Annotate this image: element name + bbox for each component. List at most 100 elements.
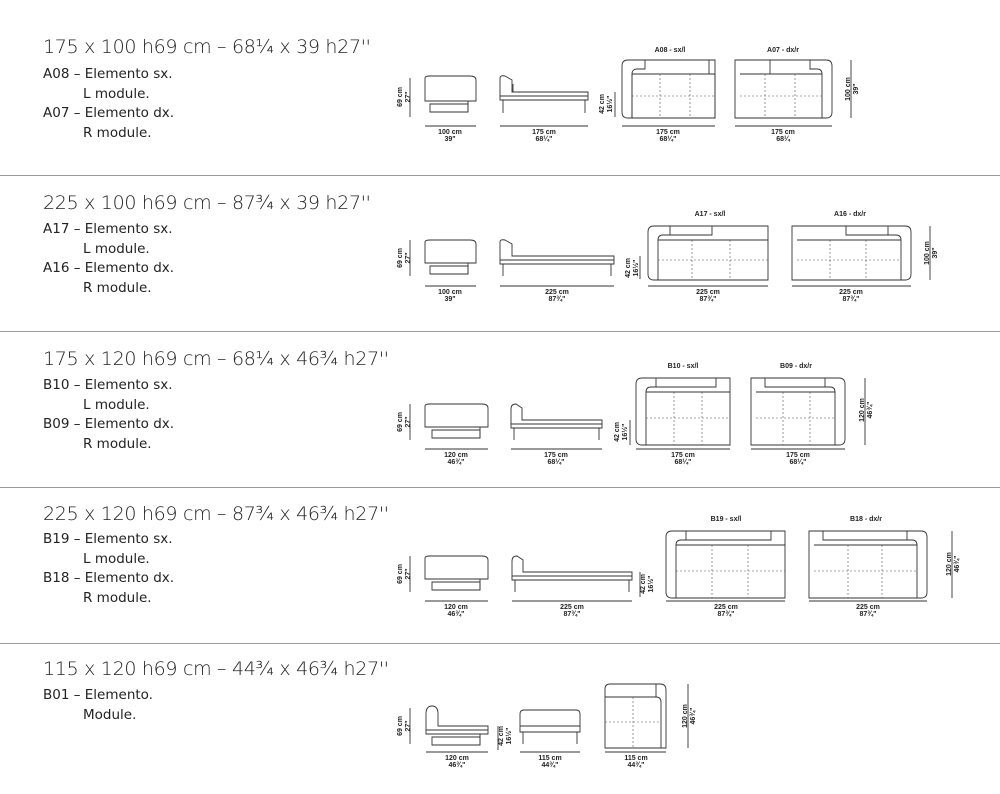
- module-en: R module.: [83, 589, 152, 606]
- width-in: 44¾": [542, 761, 559, 769]
- width-in: 68¼": [660, 135, 677, 143]
- depth-cm: 100 cm: [924, 241, 931, 265]
- width-in: 46¾": [449, 761, 466, 769]
- module-en: R module.: [83, 435, 152, 452]
- module-code: B09 – Elemento dx.: [43, 416, 175, 432]
- module-list: B19 – Elemento sx. L module. B18 – Eleme…: [43, 530, 174, 608]
- depth-in: 39": [932, 247, 939, 258]
- seat-cm: 42 cm: [640, 574, 647, 594]
- module-en: L module.: [83, 396, 150, 413]
- module-code: B10 – Elemento sx.: [43, 377, 173, 393]
- module-label: A17 - sx/l: [695, 211, 726, 218]
- width-cm: 225 cm: [714, 604, 738, 611]
- drawings: A17 - sx/l A16 - dx/r 69 cm 27" 42 cm 16…: [397, 211, 939, 303]
- depth-cm: 120 cm: [859, 398, 866, 422]
- section-b19-b18: 225 x 120 h69 cm – 87¾ x 46¾ h27'' B19 –…: [0, 488, 1000, 643]
- height-in: 27": [405, 568, 412, 579]
- width-cm: 115 cm: [538, 755, 561, 762]
- section-title: 225 x 100 h69 cm – 87¾ x 39 h27'': [43, 192, 371, 214]
- drawings: A08 - sx/l A07 - dx/r 69 cm 27" 42 cm 16…: [397, 47, 860, 143]
- width-in: 68¼: [776, 135, 791, 143]
- width-cm: 175 cm: [544, 452, 568, 459]
- module-list: A08 – Elemento sx. L module. A07 – Eleme…: [43, 65, 174, 143]
- divider: [0, 331, 1000, 332]
- module-code: B01 – Elemento.: [43, 687, 153, 703]
- width-cm: 225 cm: [545, 289, 569, 296]
- module-code: A16 – Elemento dx.: [43, 260, 175, 276]
- width-in: 46¾": [448, 610, 465, 618]
- module-en: L module.: [83, 240, 150, 257]
- module-label: B18 - dx/r: [850, 516, 882, 523]
- width-cm: 175 cm: [532, 129, 556, 136]
- width-cm: 100 cm: [438, 129, 462, 136]
- module-list: B01 – Elemento. Module.: [43, 686, 153, 725]
- module-label: B10 - sx/l: [668, 363, 699, 370]
- width-cm: 225 cm: [696, 289, 720, 296]
- width-in: 87¾": [843, 295, 860, 303]
- depth-in: 46¾": [953, 556, 961, 573]
- height-cm: 69 cm: [397, 248, 404, 268]
- width-cm: 175 cm: [771, 129, 795, 136]
- divider: [0, 487, 1000, 488]
- width-in: 87¾": [700, 295, 717, 303]
- height-in: 27": [405, 91, 412, 102]
- height-in: 27": [405, 416, 412, 427]
- width-cm: 175 cm: [656, 129, 680, 136]
- width-cm: 225 cm: [856, 604, 880, 611]
- width-cm: 100 cm: [438, 289, 462, 296]
- depth-cm: 120 cm: [946, 552, 953, 576]
- width-in: 87¾": [549, 295, 566, 303]
- drawings: 69 cm 27" 42 cm 16½" 120 cm 46¾" 120 cm …: [397, 683, 697, 769]
- module-code: A07 – Elemento dx.: [43, 105, 175, 121]
- depth-cm: 100 cm: [845, 77, 852, 101]
- module-list: A17 – Elemento sx. L module. A16 – Eleme…: [43, 220, 174, 298]
- height-in: 27": [405, 252, 412, 263]
- width-cm: 120 cm: [444, 604, 468, 611]
- drawings: B19 - sx/l B18 - dx/r 69 cm 27" 42 cm 16…: [397, 516, 961, 618]
- divider: [0, 175, 1000, 176]
- module-en: L module.: [83, 550, 150, 567]
- drawings: B10 - sx/l B09 - dx/r 69 cm 27" 42 cm 16…: [397, 363, 874, 466]
- module-label: B19 - sx/l: [711, 516, 742, 523]
- module-en: Module.: [83, 706, 137, 723]
- section-b01: 115 x 120 h69 cm – 44¾ x 46¾ h27'' B01 –…: [0, 644, 1000, 794]
- section-title: 115 x 120 h69 cm – 44¾ x 46¾ h27'': [43, 658, 389, 680]
- section-title: 175 x 120 h69 cm – 68¼ x 46¾ h27'': [43, 348, 389, 370]
- section-title: 175 x 100 h69 cm – 68¼ x 39 h27'': [43, 36, 371, 58]
- section-a17-a16: 225 x 100 h69 cm – 87¾ x 39 h27'' A17 – …: [0, 176, 1000, 331]
- module-code: B19 – Elemento sx.: [43, 531, 173, 547]
- module-label: A16 - dx/r: [834, 211, 866, 218]
- height-cm: 69 cm: [397, 564, 404, 584]
- width-in: 87¾": [860, 610, 877, 618]
- width-cm: 225 cm: [839, 289, 863, 296]
- depth-in: 46¾": [866, 402, 874, 419]
- seat-in: 16½": [621, 424, 629, 441]
- width-cm: 120 cm: [445, 755, 469, 762]
- divider: [0, 643, 1000, 644]
- module-label: A07 - dx/r: [767, 47, 799, 54]
- width-in: 44¾": [628, 761, 645, 769]
- width-in: 39": [444, 136, 455, 143]
- seat-in: 16½": [505, 728, 513, 745]
- width-in: 87¾": [564, 610, 581, 618]
- width-in: 68¼": [536, 135, 553, 143]
- module-en: R module.: [83, 124, 152, 141]
- section-a08-a07: 175 x 100 h69 cm – 68¼ x 39 h27'' A08 – …: [0, 0, 1000, 175]
- module-label: B09 - dx/r: [780, 363, 812, 370]
- seat-cm: 42 cm: [498, 726, 505, 746]
- width-in: 87¾": [718, 610, 735, 618]
- width-in: 39": [444, 296, 455, 303]
- height-in: 27": [405, 720, 412, 731]
- section-b10-b09: 175 x 120 h69 cm – 68¼ x 46¾ h27'' B10 –…: [0, 332, 1000, 487]
- module-list: B10 – Elemento sx. L module. B09 – Eleme…: [43, 376, 174, 454]
- seat-cm: 42 cm: [599, 94, 606, 114]
- seat-in: 16½": [632, 260, 640, 277]
- width-in: 46¾": [448, 458, 465, 466]
- width-cm: 225 cm: [560, 604, 584, 611]
- module-code: A17 – Elemento sx.: [43, 221, 173, 237]
- module-label: A08 - sx/l: [655, 47, 686, 54]
- seat-cm: 42 cm: [625, 258, 632, 278]
- height-cm: 69 cm: [397, 87, 404, 107]
- depth-cm: 120 cm: [682, 704, 689, 728]
- module-en: L module.: [83, 85, 150, 102]
